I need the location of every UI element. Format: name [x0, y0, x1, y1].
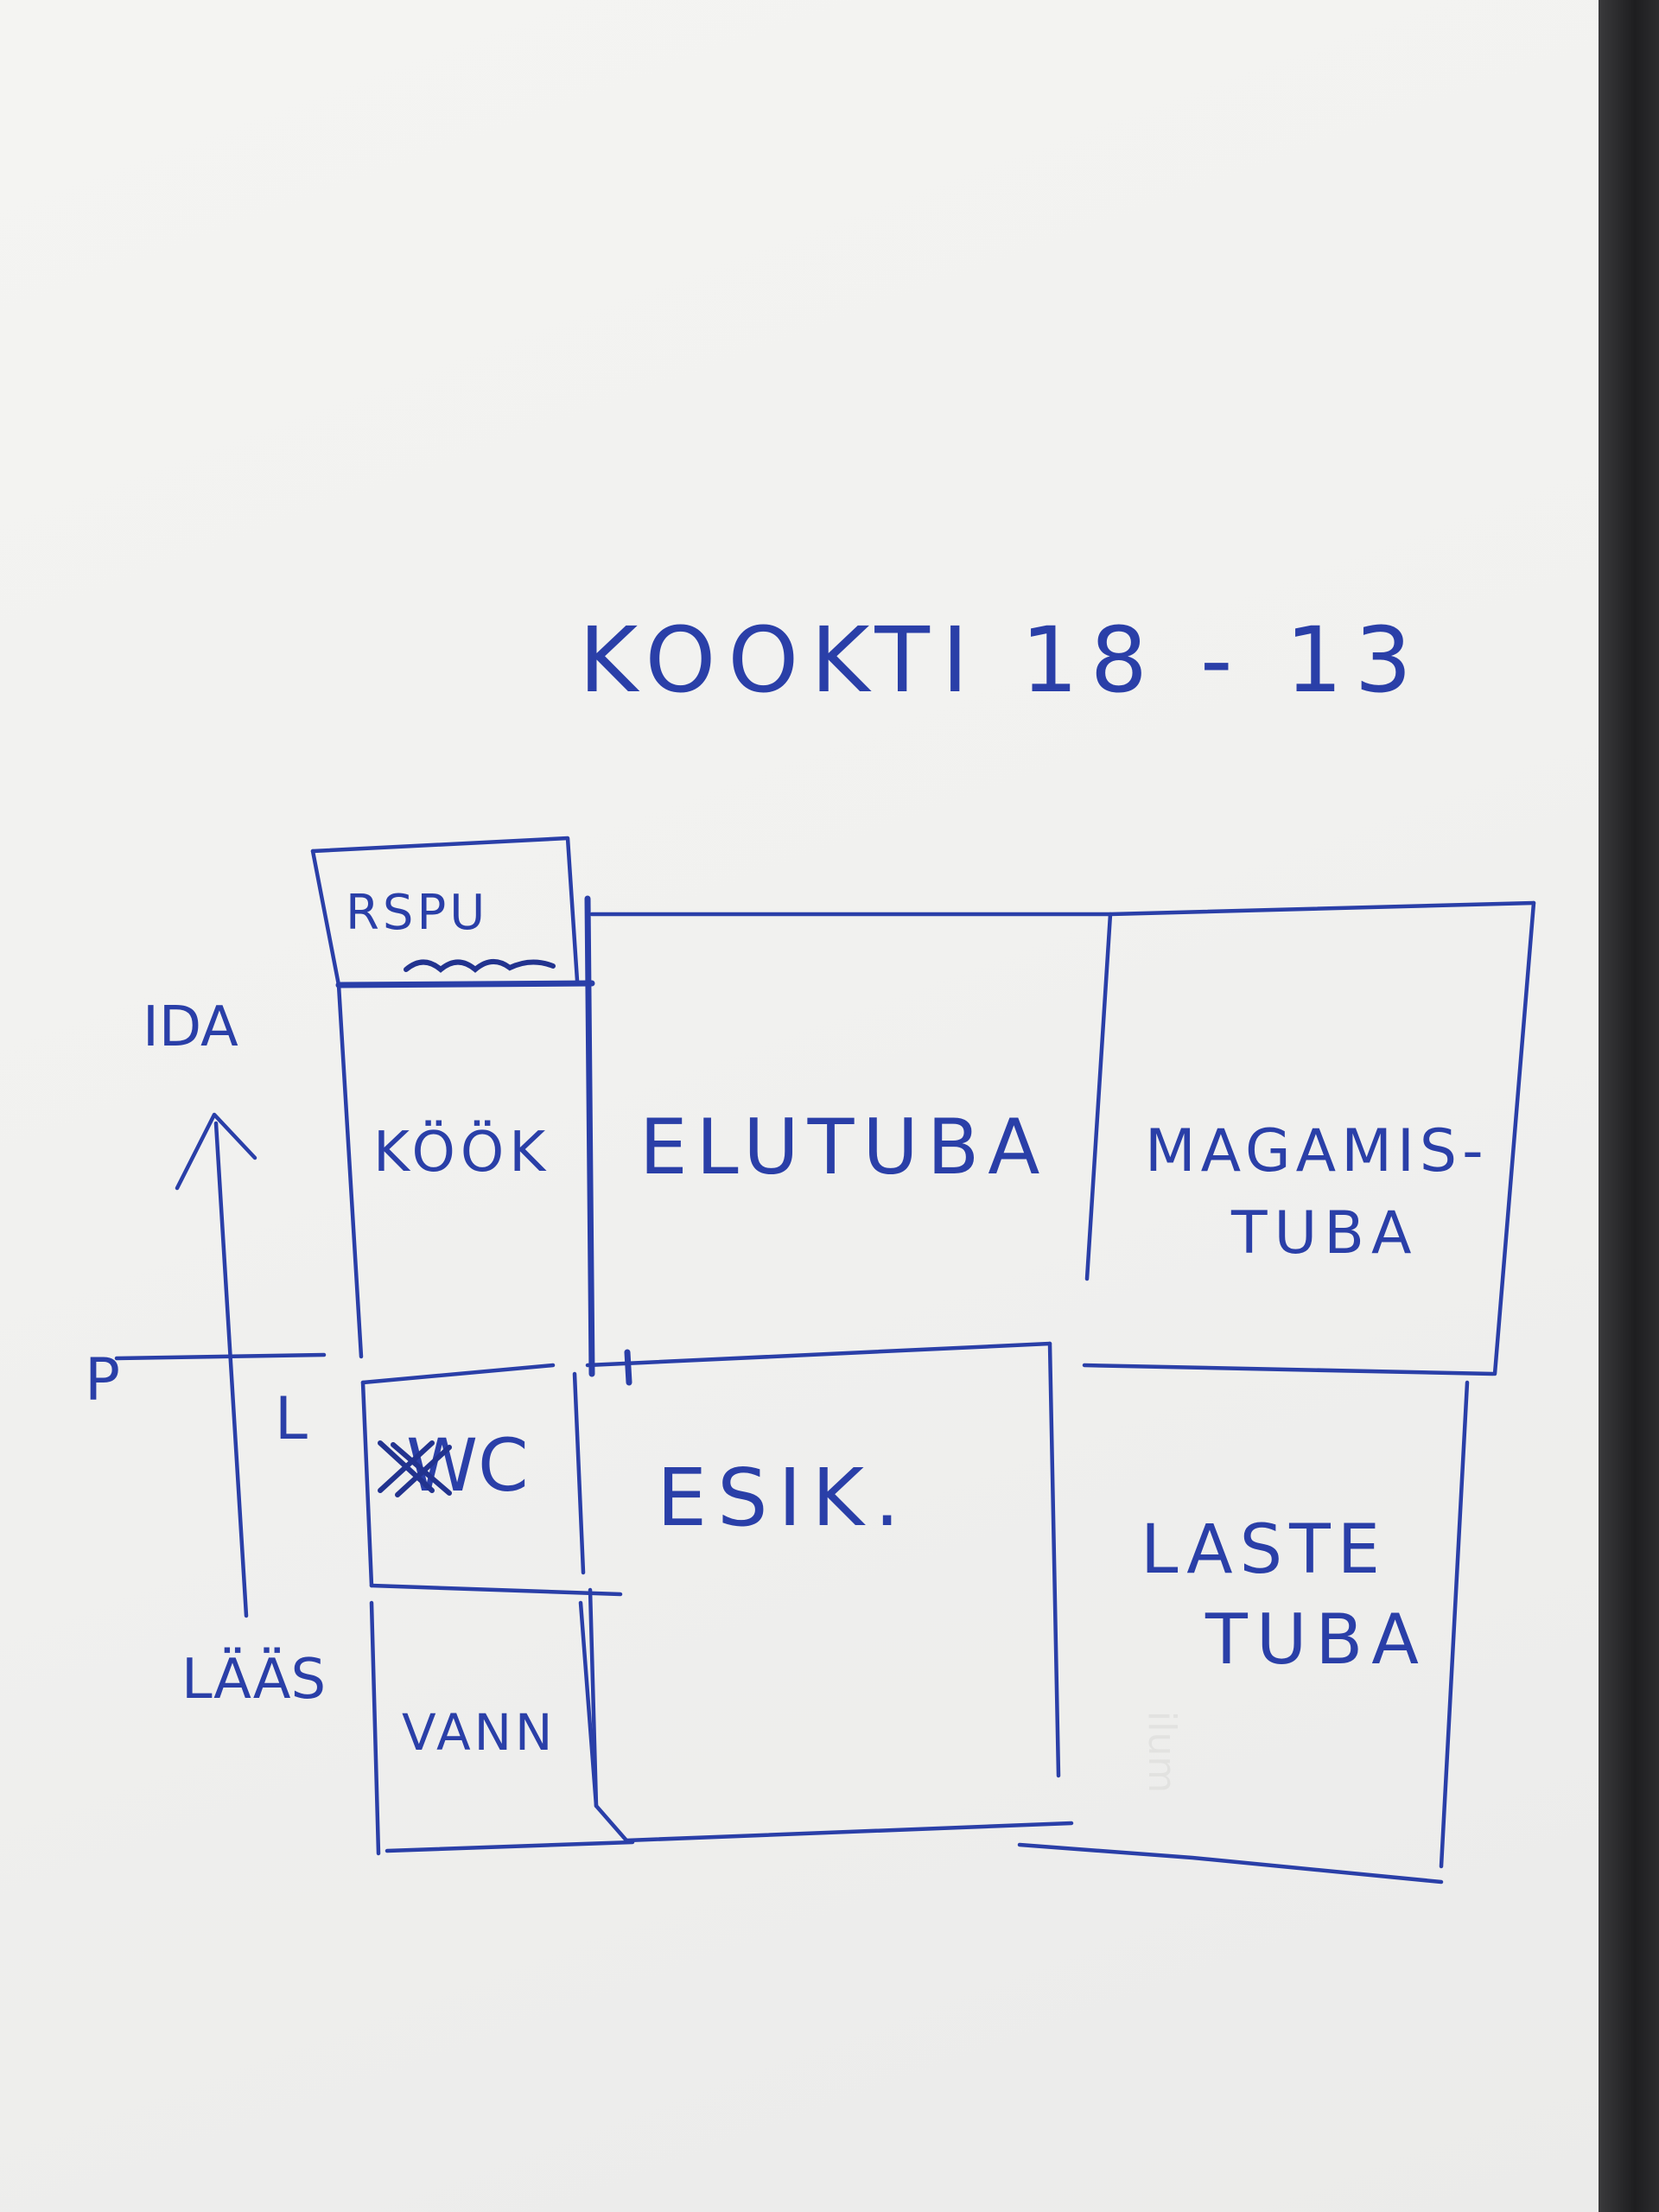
compass-south-label: LÄÄS: [181, 1647, 326, 1712]
wall-hall-bottom: [578, 1600, 1074, 1843]
room-label-stairs: RSPU: [346, 885, 488, 941]
crossed-out-letters: [378, 1440, 452, 1497]
wall-living-hall: [585, 1341, 1052, 1368]
wall-bath-bottom: [385, 1840, 635, 1853]
wall-door-mark: [624, 1349, 632, 1386]
wall-stairs-top: [310, 836, 580, 983]
wall-kids-right: [1439, 1380, 1470, 1869]
wall-outer-right-top: [1492, 900, 1536, 1376]
room-label-bath: VANN: [402, 1703, 556, 1762]
room-label-kids-line1: LASTE: [1141, 1511, 1387, 1589]
compass-west-label: P: [85, 1346, 120, 1414]
room-labels: RSPU KÖÖK WC VANN ELUTUBA MAGAMIS- TUBA …: [346, 885, 1489, 1762]
room-label-hall: ESIK.: [657, 1452, 910, 1544]
wall-outer-top: [589, 900, 1536, 917]
wall-wc-bottom: [369, 1583, 623, 1597]
wall-hall-right: [1047, 1341, 1061, 1778]
wall-wc-right: [572, 1371, 586, 1575]
wall-kids-bottom: [1017, 1842, 1444, 1885]
wall-living-bedroom: [1084, 912, 1113, 1281]
room-label-living: ELUTUBA: [639, 1103, 1048, 1192]
compass-east-label: L: [275, 1385, 308, 1453]
wall-stairs-left: [310, 849, 341, 988]
wall-kitchen-bottom: [360, 1363, 556, 1385]
compass-vertical-arrow: [213, 1121, 249, 1618]
wall-kitchen-right: [584, 895, 595, 1377]
wall-kitchen-left: [336, 982, 364, 1359]
room-label-bedroom-line1: MAGAMIS-: [1145, 1117, 1489, 1185]
wall-bath-left: [369, 1600, 381, 1856]
plan-title: KOOKTI 18 - 13: [579, 607, 1424, 713]
wall-stairs-bottom: [335, 980, 595, 988]
compass-north-label: IDA: [143, 995, 238, 1059]
compass-horizontal-line: [114, 1352, 327, 1361]
wall-wc-left: [360, 1380, 374, 1588]
room-label-wc-group: WC: [378, 1423, 529, 1508]
floor-plan-walls: [310, 836, 1536, 1885]
compass: IDA LÄÄS P L: [85, 995, 327, 1712]
see-through-watermark: ilum: [1140, 1711, 1184, 1793]
room-label-wc: WC: [406, 1423, 529, 1508]
table-background: [1599, 0, 1659, 2212]
room-label-kitchen: KÖÖK: [373, 1120, 550, 1185]
wall-bedroom-kids: [1082, 1363, 1496, 1376]
compass-arrowhead: [175, 1112, 257, 1191]
room-label-kids-line2: TUBA: [1205, 1599, 1427, 1680]
paper-sheet: [0, 0, 1599, 2212]
room-label-bedroom-line2: TUBA: [1230, 1199, 1418, 1268]
scribbled-word: [404, 959, 556, 973]
